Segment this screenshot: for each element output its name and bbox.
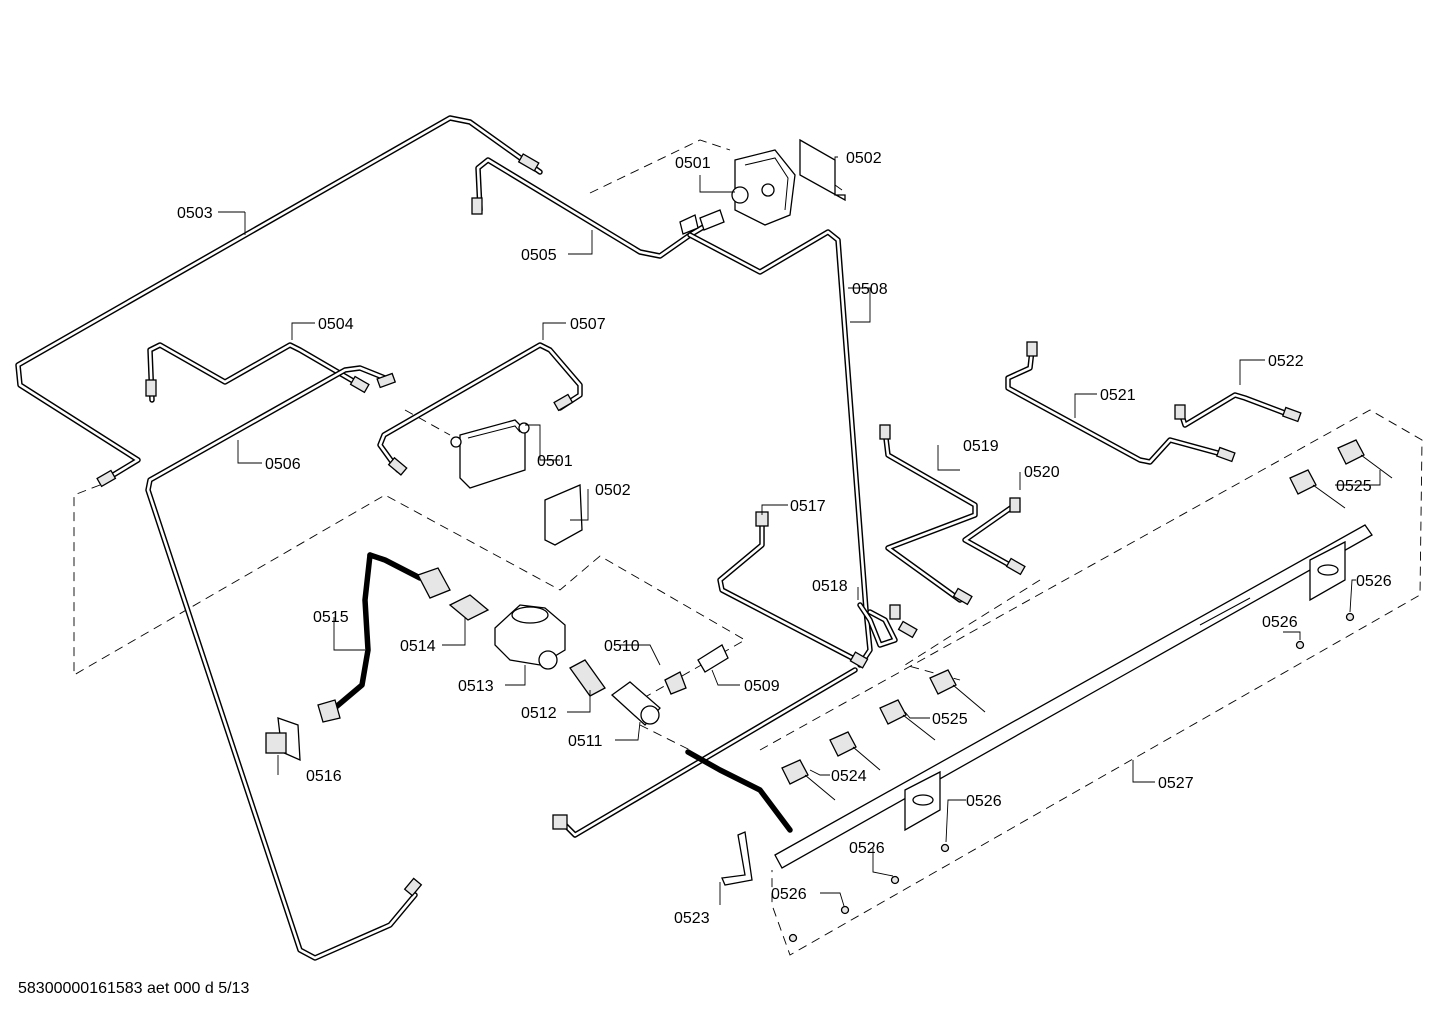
valve-block-top bbox=[679, 149, 796, 235]
callout-0517: 0517 bbox=[790, 498, 826, 515]
callout-0513: 0513 bbox=[458, 678, 494, 695]
callout-0518: 0518 bbox=[812, 578, 848, 595]
callout-0507: 0507 bbox=[570, 316, 606, 333]
screws-0526 bbox=[788, 612, 1355, 943]
gas-tubes bbox=[15, 115, 1293, 961]
injectors bbox=[781, 439, 1393, 801]
callout-0503: 0503 bbox=[177, 205, 213, 222]
callout-0526-right: 0526 bbox=[1356, 573, 1392, 590]
callout-0520: 0520 bbox=[1024, 464, 1060, 481]
callout-0519: 0519 bbox=[963, 438, 999, 455]
callout-0509: 0509 bbox=[744, 678, 780, 695]
leader-lines bbox=[218, 156, 1381, 907]
elbow-0509 bbox=[697, 644, 729, 673]
fitting-0510 bbox=[664, 671, 687, 695]
inlet-0516 bbox=[265, 717, 301, 762]
callout-0524: 0524 bbox=[831, 768, 867, 785]
callout-0526-mid: 0526 bbox=[966, 793, 1002, 810]
callout-0511: 0511 bbox=[568, 733, 603, 750]
callout-0506: 0506 bbox=[265, 456, 301, 473]
callout-labels: 0501 0502 0503 0504 0505 0506 0507 0501 … bbox=[177, 150, 1392, 927]
nipple-0512 bbox=[569, 659, 606, 697]
callout-0502-mid: 0502 bbox=[595, 482, 631, 499]
parts bbox=[96, 138, 1393, 943]
callout-0508: 0508 bbox=[852, 281, 888, 298]
callout-0521: 0521 bbox=[1100, 387, 1136, 404]
callout-0516: 0516 bbox=[306, 768, 342, 785]
callout-0514: 0514 bbox=[400, 638, 436, 655]
fittings bbox=[96, 153, 1302, 897]
nut-0515 bbox=[417, 567, 451, 599]
callout-0510: 0510 bbox=[604, 638, 640, 655]
callout-0523: 0523 bbox=[674, 910, 710, 927]
callout-0527: 0527 bbox=[1158, 775, 1194, 792]
valve-block-mid bbox=[450, 419, 530, 489]
drawing-id: 58300000161583 aet 000 d 5/13 bbox=[18, 980, 250, 997]
coupling-0514 bbox=[448, 594, 490, 621]
callout-0501-top: 0501 bbox=[675, 155, 711, 172]
callout-0525-rear: 0525 bbox=[1336, 478, 1372, 495]
callout-0525-front: 0525 bbox=[932, 711, 968, 728]
bracket-0523 bbox=[721, 831, 753, 886]
callout-0502-top: 0502 bbox=[846, 150, 882, 167]
callout-0526-left: 0526 bbox=[771, 886, 807, 903]
tee-0511 bbox=[610, 681, 661, 726]
burner-rail-0527 bbox=[685, 524, 1373, 869]
callout-0501-mid: 0501 bbox=[537, 453, 573, 470]
callout-0526-right-inner: 0526 bbox=[1262, 614, 1298, 631]
bracket-mid bbox=[544, 484, 583, 546]
bracket-top bbox=[799, 138, 846, 202]
callout-0515: 0515 bbox=[313, 609, 349, 626]
assembly-outlines bbox=[73, 139, 1423, 956]
callout-0526-front: 0526 bbox=[849, 840, 885, 857]
callout-0504: 0504 bbox=[318, 316, 354, 333]
callout-0505: 0505 bbox=[521, 247, 557, 264]
hose-end-0515 bbox=[317, 699, 341, 723]
callout-0512: 0512 bbox=[521, 705, 557, 722]
regulator-0513 bbox=[494, 604, 566, 670]
callout-0522: 0522 bbox=[1268, 353, 1304, 370]
